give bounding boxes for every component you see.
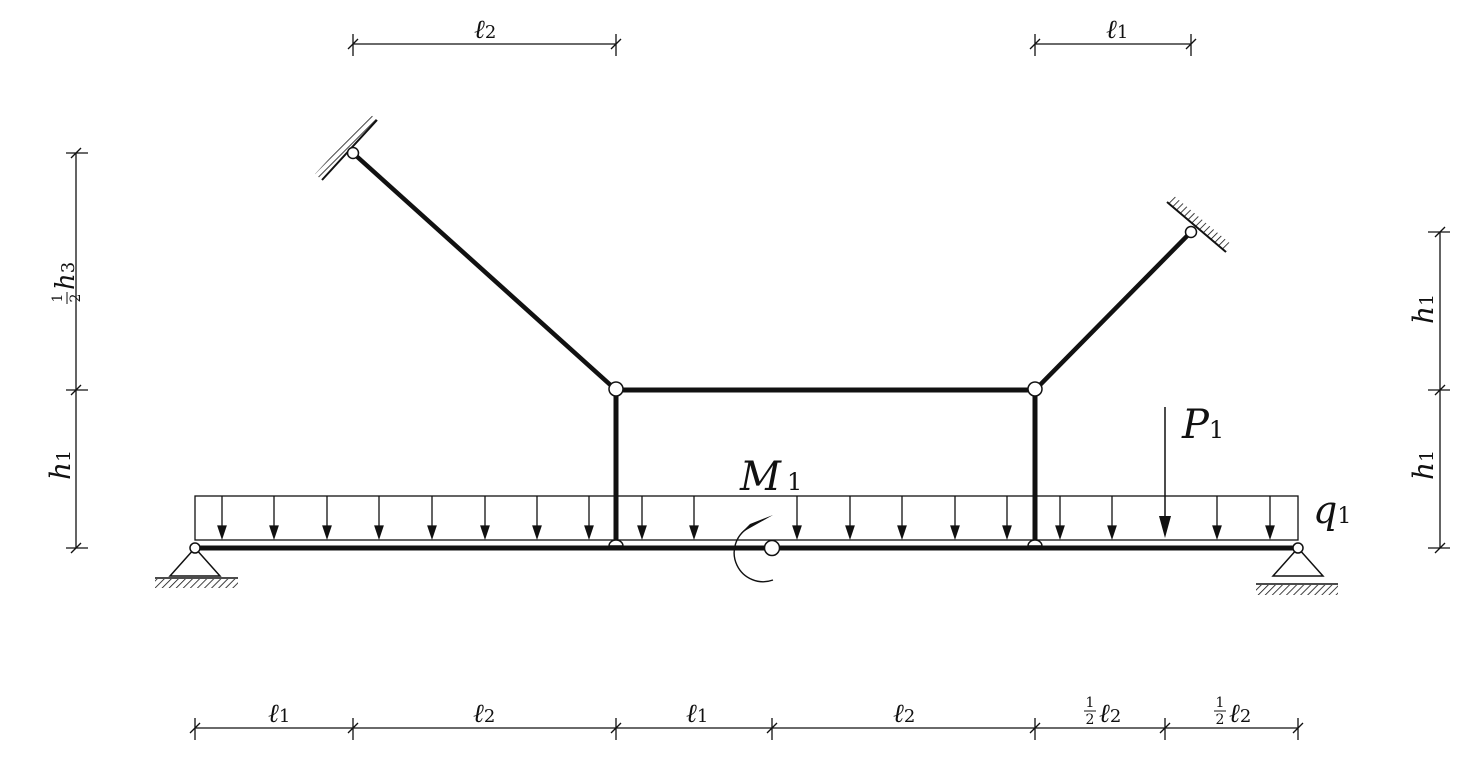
load-arrow — [792, 496, 802, 541]
distributed-load — [194, 495, 1299, 541]
load-arrow — [689, 496, 699, 541]
svg-text:1: 1 — [1216, 695, 1225, 711]
wall-support-right — [1166, 195, 1232, 253]
load-arrow — [1107, 496, 1117, 541]
load-arrow — [950, 496, 960, 541]
column-base-left-joint — [608, 539, 624, 547]
load-arrow — [532, 496, 542, 541]
load-arrow — [1265, 496, 1275, 541]
load-arrow — [1212, 496, 1222, 541]
load-block-outline — [194, 495, 1299, 541]
svg-text:ℓ2: ℓ2 — [1229, 699, 1251, 729]
dim-label-right-upper: h1 — [1407, 294, 1440, 324]
dim-label-right-lower: h1 — [1407, 450, 1440, 480]
svg-text:2: 2 — [68, 294, 84, 303]
dim-label-top-l2: ℓ2 — [474, 15, 496, 45]
svg-text:2: 2 — [1216, 712, 1225, 728]
load-arrows — [217, 496, 1275, 541]
hinges — [189, 146, 1304, 557]
svg-text:h1: h1 — [1407, 294, 1440, 324]
load-arrow — [584, 496, 594, 541]
hinge-support-right — [1292, 542, 1304, 554]
point-load-label: P1 — [1181, 402, 1224, 448]
dim-label-bottom-5: 1 2 ℓ2 — [1084, 695, 1121, 729]
wall-support-left — [315, 114, 378, 181]
load-arrow — [897, 496, 907, 541]
dim-label-bottom-3: ℓ1 — [686, 699, 708, 729]
load-arrow — [269, 496, 279, 541]
load-arrow — [1002, 496, 1012, 541]
hinge-frame-right — [1027, 381, 1043, 397]
svg-text:h1: h1 — [1407, 450, 1440, 480]
pin-support-left — [155, 546, 238, 588]
hinge-wall-left — [346, 146, 360, 160]
point-load-arrow — [1159, 407, 1171, 538]
load-arrow — [427, 496, 437, 541]
hinge-beam-middle — [763, 539, 781, 557]
load-arrow — [374, 496, 384, 541]
strut-right — [1033, 230, 1193, 392]
svg-text:h3: h3 — [51, 262, 81, 290]
hinge-frame-left — [608, 381, 624, 397]
dim-label-left-lower: h1 — [44, 450, 77, 480]
dim-label-bottom-4: ℓ2 — [893, 699, 915, 729]
dimension-lines — [66, 34, 1450, 740]
load-arrow — [217, 496, 227, 541]
pin-support-right — [1256, 546, 1338, 595]
dim-label-bottom-2: ℓ2 — [473, 699, 495, 729]
load-arrow — [637, 496, 647, 541]
column-base-right-joint — [1027, 539, 1043, 547]
dim-label-bottom-6: 1 2 ℓ2 — [1214, 695, 1251, 729]
load-arrow — [322, 496, 332, 541]
load-arrow — [480, 496, 490, 541]
dim-label-bottom-1: ℓ1 — [268, 699, 290, 729]
dim-label-left-upper: 1 2 h3 — [50, 262, 84, 304]
svg-text:1: 1 — [50, 294, 66, 303]
svg-text:2: 2 — [1086, 712, 1095, 728]
load-arrow — [1055, 496, 1065, 541]
svg-text:ℓ2: ℓ2 — [1099, 699, 1121, 729]
svg-text:1: 1 — [1086, 695, 1095, 711]
dim-label-top-l1: ℓ1 — [1106, 15, 1128, 45]
moment-arrow — [733, 515, 774, 583]
load-arrow — [845, 496, 855, 541]
hinge-wall-right — [1184, 225, 1198, 239]
dist-load-label: q1 — [1313, 488, 1351, 532]
svg-text:h1: h1 — [44, 450, 77, 480]
strut-left — [351, 151, 618, 392]
hinge-support-left — [189, 542, 201, 554]
